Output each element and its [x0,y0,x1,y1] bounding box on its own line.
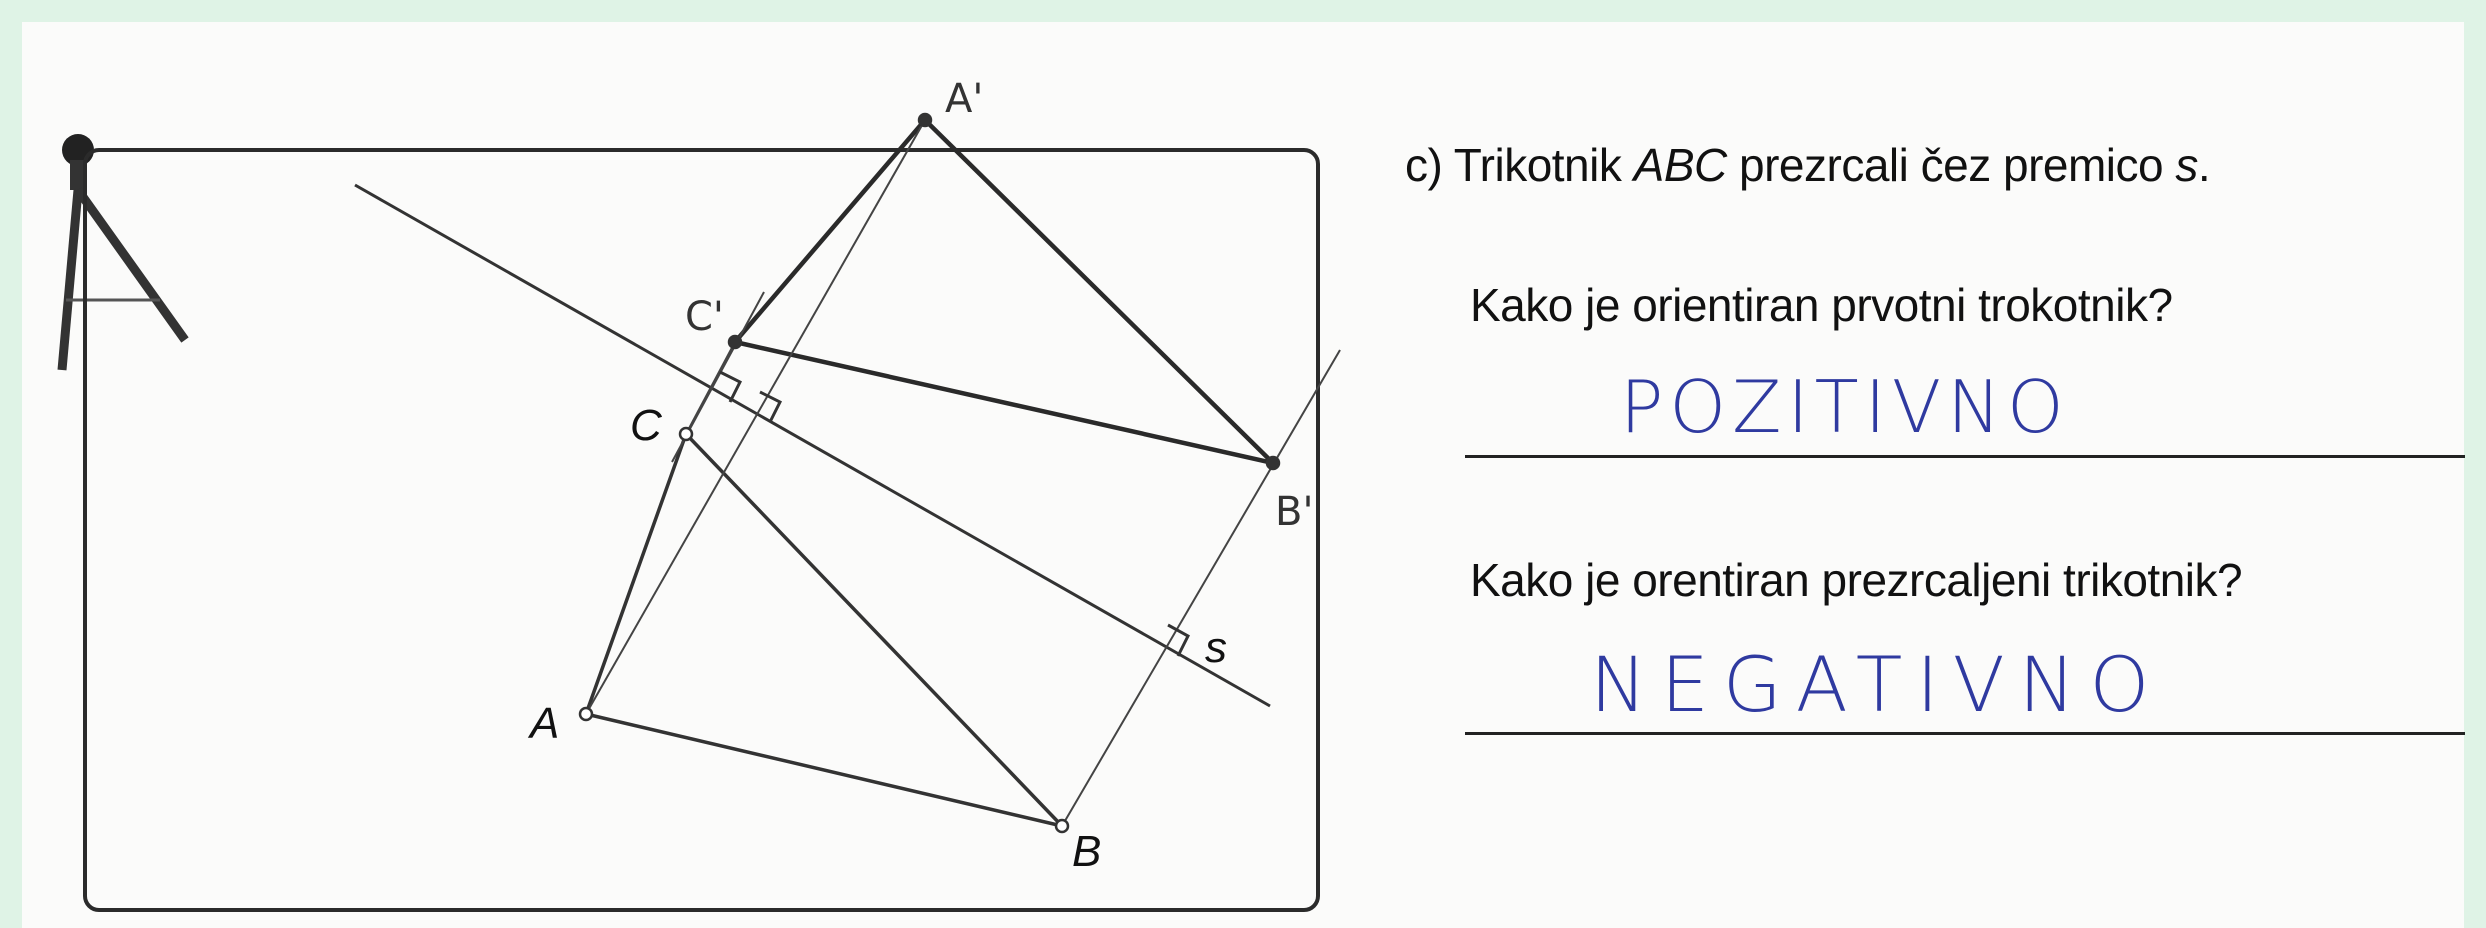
point-markers [578,112,1281,834]
right-angle-marks [719,370,1190,657]
label-b: B [1072,827,1101,876]
answer-line-2 [1465,732,2465,735]
task-line-name: s [2175,139,2198,191]
question-2-answer[interactable]: NEGATIVNO [1590,640,2164,729]
line-s [354,183,1271,708]
label-s: s [1205,623,1227,672]
task-end: . [2197,139,2211,191]
drawing-frame [83,148,1320,912]
worksheet-page [22,22,2464,928]
task-middle: prezrcali čez premico [1726,139,2176,191]
question-2-text: Kako je orentiran prezrcaljeni trikotnik… [1470,554,2243,606]
triangle-abc [584,432,1064,828]
question-1-answer[interactable]: POZITIVNO [1620,365,2070,449]
compass-icon [57,134,189,371]
task-triangle: ABC [1633,139,1728,191]
answer-line-1 [1465,455,2465,458]
construction-lines [585,119,1341,827]
label-c-prime: C' [685,294,724,340]
label-a-prime: A' [945,76,983,122]
triangle-mirrored [733,118,1275,466]
task-prefix: c) Trikotnik [1405,139,1634,191]
question-1-text: Kako je orientiran prvotni trokotnik? [1470,279,2173,331]
label-b-prime: B' [1275,489,1313,535]
label-c: C [630,401,663,450]
task-statement: c) Trikotnik ABC prezrcali čez premico s… [1405,138,2211,192]
label-a: A [527,699,559,748]
